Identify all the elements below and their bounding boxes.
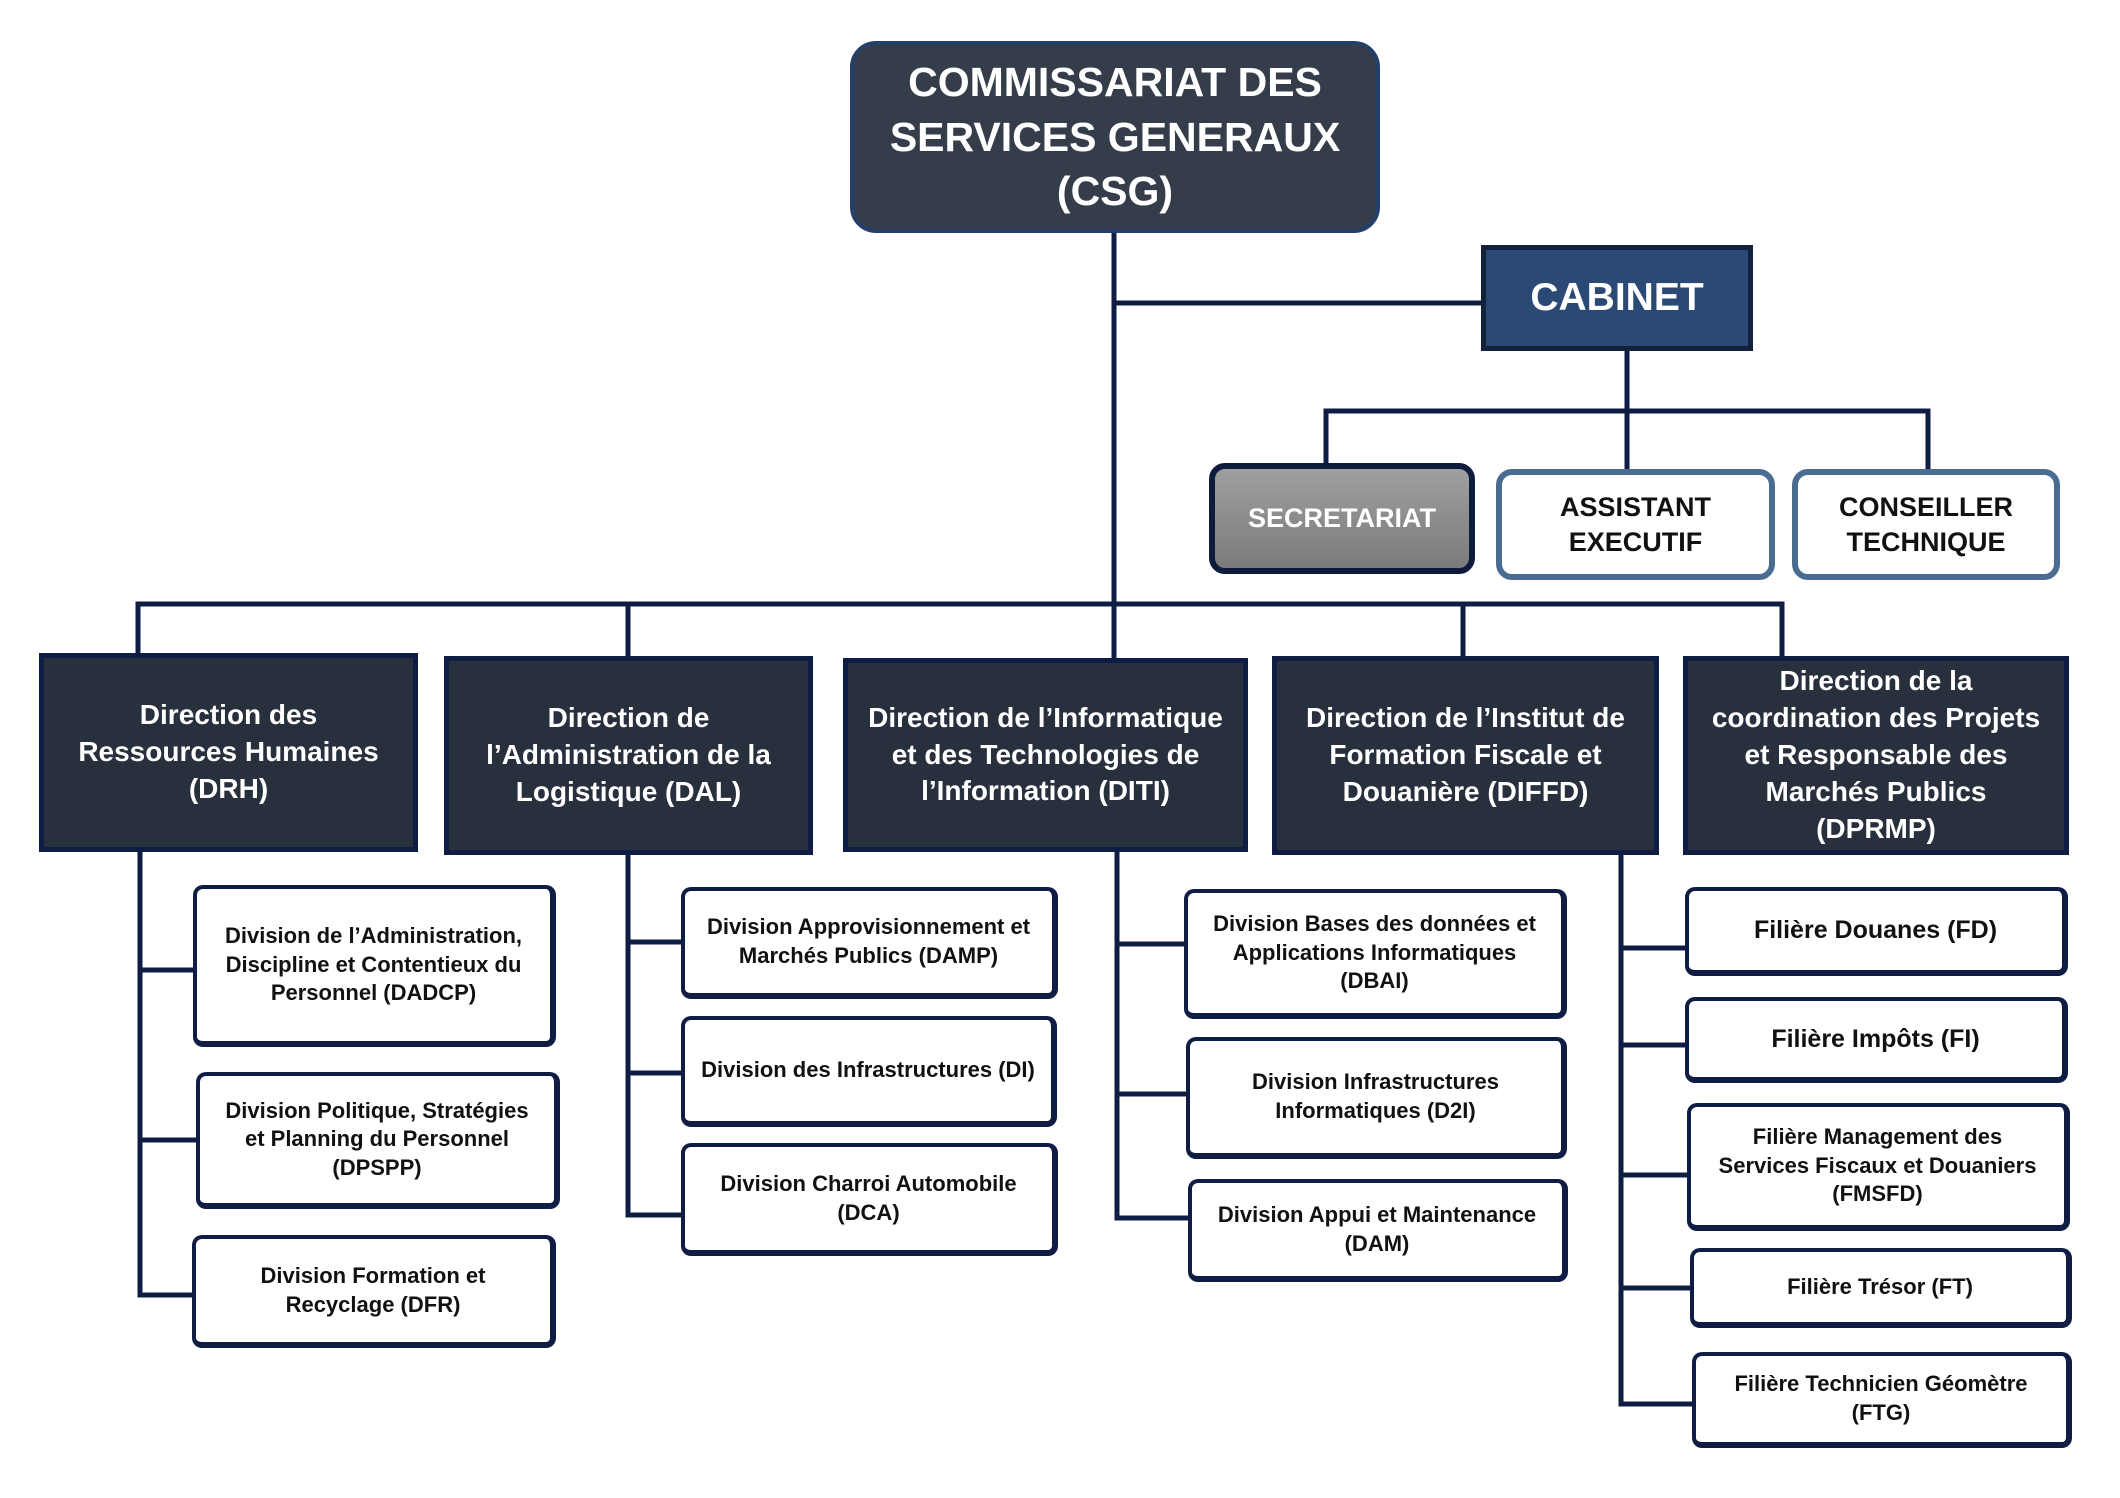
node-filiere-fmsfd: Filière Management des Services Fiscaux … — [1687, 1103, 2070, 1231]
node-direction-dal: Direction de l’Administration de la Logi… — [444, 656, 813, 855]
node-filiere-fd: Filière Douanes (FD) — [1685, 887, 2068, 976]
node-filiere-ft: Filière Trésor (FT) — [1690, 1248, 2072, 1328]
node-division-damp: Division Approvisionnement et Marchés Pu… — [681, 887, 1058, 999]
node-division-dbai: Division Bases des données et Applicatio… — [1184, 889, 1567, 1019]
node-direction-drh: Direction des Ressources Humaines (DRH) — [39, 653, 418, 852]
node-direction-diffd: Direction de l’Institut de Formation Fis… — [1272, 656, 1659, 855]
node-filiere-ftg: Filière Technicien Géomètre (FTG) — [1692, 1352, 2072, 1448]
node-conseiller-technique: CONSEILLER TECHNIQUE — [1792, 469, 2060, 580]
node-secretariat: SECRETARIAT — [1209, 463, 1475, 574]
node-filiere-fi: Filière Impôts (FI) — [1685, 997, 2068, 1083]
node-division-dadcp: Division de l’Administration, Discipline… — [193, 885, 556, 1047]
node-direction-dprmp: Direction de la coordination des Projets… — [1683, 656, 2069, 855]
node-assistant-executif: ASSISTANT EXECUTIF — [1496, 469, 1775, 580]
node-csg: COMMISSARIAT DES SERVICES GENERAUX (CSG) — [850, 41, 1380, 233]
node-cabinet: CABINET — [1481, 245, 1753, 351]
node-division-dpspp: Division Politique, Stratégies et Planni… — [196, 1072, 560, 1209]
node-division-d2i: Division Infrastructures Informatiques (… — [1186, 1037, 1567, 1159]
node-division-dam: Division Appui et Maintenance (DAM) — [1188, 1179, 1568, 1282]
node-direction-diti: Direction de l’Informatique et des Techn… — [843, 658, 1248, 852]
node-division-dca: Division Charroi Automobile (DCA) — [681, 1143, 1058, 1256]
node-division-di: Division des Infrastructures (DI) — [681, 1016, 1057, 1127]
node-division-dfr: Division Formation et Recyclage (DFR) — [192, 1235, 556, 1348]
